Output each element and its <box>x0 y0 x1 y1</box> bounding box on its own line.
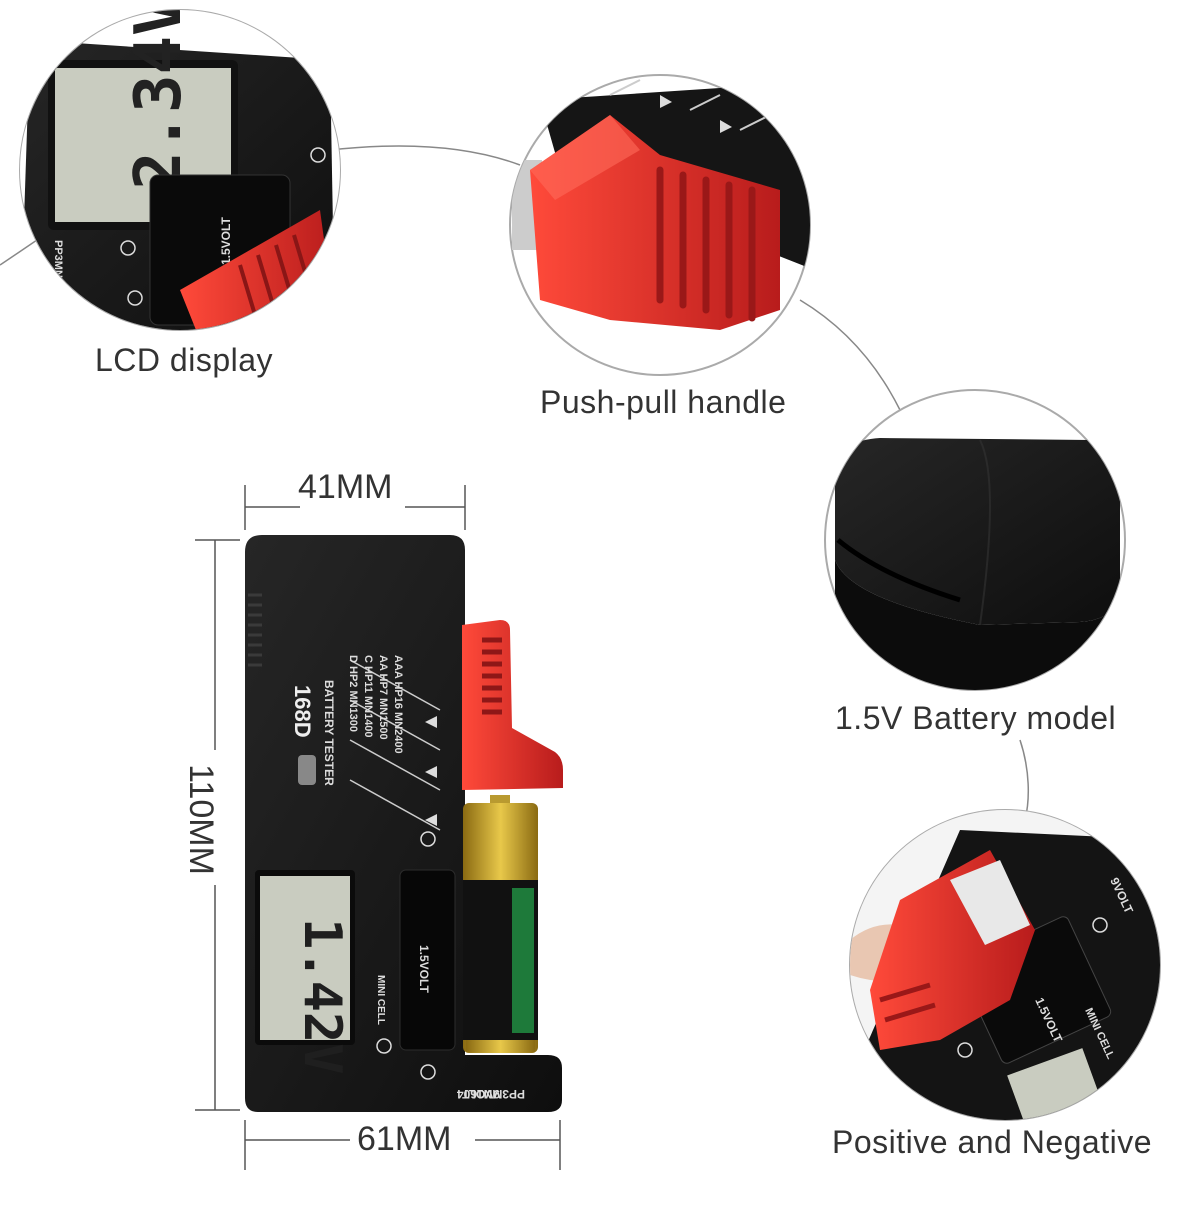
arrow-icon <box>425 716 437 728</box>
lcd-screen <box>260 876 350 1040</box>
size-label-aaa: AAA HP16 MN2400 <box>392 655 404 754</box>
dimension-width-top: 41MM <box>298 468 393 506</box>
caption-polarity: Positive and Negative <box>832 1124 1153 1160</box>
size-label-c: C HP11 MN1400 <box>362 655 374 738</box>
zoom-lcd-reading: 2.34V <box>122 0 196 190</box>
battery-tester-device: D HP2 MN1300 C HP11 MN1400 AA HP7 MN1500… <box>195 485 563 1170</box>
size-label-aa: AA HP7 MN1500 <box>377 655 389 740</box>
dimension-width-bottom: 61MM <box>357 1120 452 1158</box>
mini-cell-label: MINI CELL <box>375 975 386 1025</box>
plus-icon <box>310 147 326 163</box>
battery-model-zoom-circle <box>824 389 1126 691</box>
model-number: 168D <box>290 685 315 738</box>
connector-line <box>329 145 521 166</box>
push-pull-handle[interactable] <box>462 620 563 790</box>
pp3-label: PP3MN1604 <box>457 1087 525 1101</box>
handle-zoom-circle <box>509 74 811 376</box>
slot-9v-label: 9VOLT <box>462 1087 500 1101</box>
arrow-icon <box>425 766 437 778</box>
polarity-zoom-circle: 1.5VOLT MINI CELL 9VOLT <box>849 809 1161 1121</box>
led-indicator <box>298 755 316 785</box>
device-name: BATTERY TESTER <box>322 680 336 786</box>
arrow-icon <box>425 814 437 826</box>
minus-icon <box>420 1064 436 1080</box>
connector-line <box>799 299 901 411</box>
plus-icon <box>957 1042 973 1058</box>
lcd-reading: 1.42V <box>292 918 352 1075</box>
connector-line <box>1019 739 1030 821</box>
dimension-height: 110MM <box>181 764 220 875</box>
plus-icon <box>376 1038 392 1054</box>
arrow-icon <box>660 95 672 108</box>
arrow-icon <box>720 120 732 133</box>
caption-battery-model: 1.5V Battery model <box>835 700 1117 736</box>
slot-1-5v-label: 1.5VOLT <box>417 945 431 993</box>
caption-lcd: LCD display <box>95 342 274 378</box>
dimension-lines <box>195 485 561 1170</box>
zoom-slot-label: 1.5VOLT <box>219 217 233 265</box>
size-label-d: D HP2 MN1300 <box>347 655 359 732</box>
lcd-zoom-circle: 2.34V 1.5VOLT PP3MN1604 <box>19 0 341 331</box>
plus-icon <box>120 240 136 256</box>
plus-icon <box>420 831 436 847</box>
caption-handle: Push-pull handle <box>540 384 787 420</box>
minus-icon <box>127 290 143 306</box>
aa-battery <box>463 795 538 1053</box>
zoom-pp3-label: PP3MN1604 <box>52 240 64 303</box>
minus-icon <box>1092 917 1108 933</box>
